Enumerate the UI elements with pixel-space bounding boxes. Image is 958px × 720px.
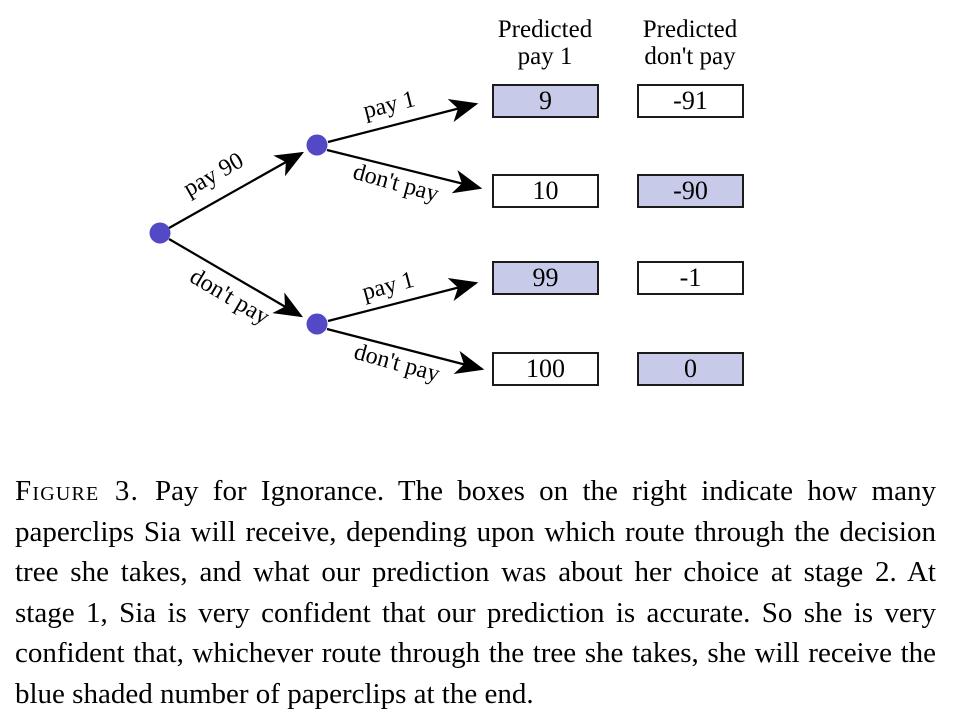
edge-bottom-pay-1 xyxy=(327,277,479,323)
edge-top-pay-1 xyxy=(327,98,479,144)
decision-node-root xyxy=(149,222,171,244)
decision-node-dont-pay xyxy=(306,313,328,335)
column-header-predicted-dont-pay: Predicted don't pay xyxy=(624,16,756,70)
payoff-box-row3-dont-pay: -1 xyxy=(637,261,744,295)
column-header-line: Predicted xyxy=(497,16,593,43)
payoff-box-row4-pay1: 100 xyxy=(492,352,599,386)
decision-tree-svg: pay 90 don't pay pay 1 don't pay pay 1 d… xyxy=(149,86,485,387)
decision-tree-diagram: pay 90 don't pay pay 1 don't pay pay 1 d… xyxy=(149,16,756,387)
column-header-line: pay 1 xyxy=(517,43,573,70)
column-header-line: don't pay xyxy=(644,43,736,70)
payoff-box-row1-dont-pay: -91 xyxy=(637,84,744,118)
column-header-line: Predicted xyxy=(642,16,738,43)
edge-top-dont-pay xyxy=(326,148,483,194)
payoff-box-row1-pay1: 9 xyxy=(492,84,599,118)
edge-label-pay-90: pay 90 xyxy=(179,148,248,202)
edge-label-top-pay-1: pay 1 xyxy=(361,86,418,124)
edge-pay-90 xyxy=(168,151,305,229)
figure-caption: Figure 3.Pay for Ignorance. The boxes on… xyxy=(15,471,936,714)
figure-caption-label: Figure 3. xyxy=(15,475,140,507)
decision-node-pay xyxy=(306,134,328,156)
payoff-box-row2-pay1: 10 xyxy=(492,174,599,208)
edge-bottom-dont-pay xyxy=(326,327,485,374)
figure-caption-text: Pay for Ignorance. The boxes on the righ… xyxy=(15,475,936,710)
payoff-box-row4-dont-pay: 0 xyxy=(637,352,744,386)
column-header-predicted-pay-1: Predicted pay 1 xyxy=(487,16,603,70)
payoff-box-row3-pay1: 99 xyxy=(492,261,599,295)
payoff-box-row2-dont-pay: -90 xyxy=(637,174,744,208)
edge-root-dont-pay xyxy=(168,238,304,318)
